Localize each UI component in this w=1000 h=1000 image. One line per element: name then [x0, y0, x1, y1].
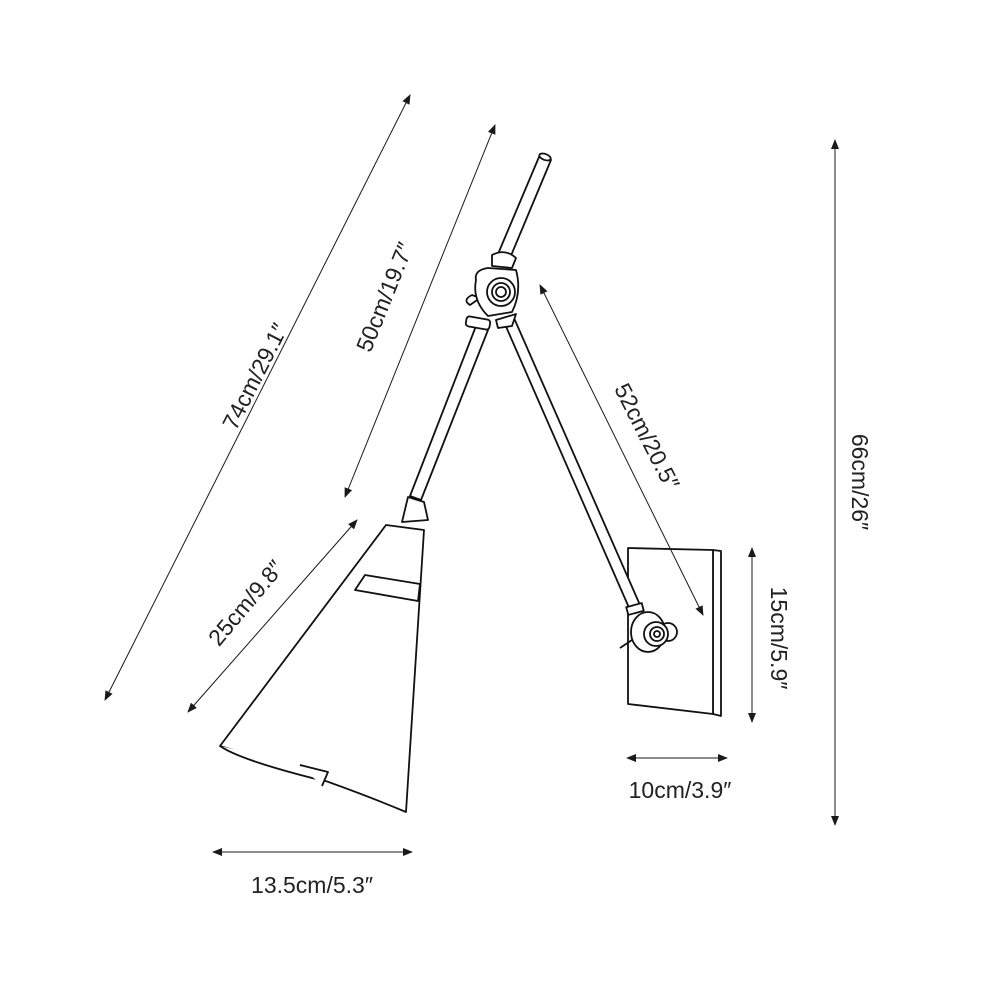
- label-arm-length: 50cm/19.7″: [351, 239, 418, 356]
- dimension-plate-width: 10cm/3.9″: [626, 754, 732, 803]
- front-arm: [409, 325, 489, 501]
- top-rod: [497, 156, 552, 259]
- label-shade-length: 25cm/9.8″: [203, 555, 289, 650]
- label-plate-width: 10cm/3.9″: [629, 777, 732, 803]
- label-rear-arm-length: 52cm/20.5″: [609, 379, 685, 494]
- label-overall-height: 66cm/26″: [847, 434, 873, 530]
- bottom-joint: [619, 602, 678, 653]
- dimension-annotations: 74cm/29.1″ 50cm/19.7″ 25cm/9.8″ 52cm/20.…: [104, 94, 873, 898]
- dimension-arm-length: 50cm/19.7″: [344, 124, 496, 498]
- shade-neck: [401, 496, 429, 523]
- label-shade-width: 13.5cm/5.3″: [251, 872, 373, 898]
- lamp-illustration: [219, 152, 722, 813]
- rear-arm: [503, 317, 641, 611]
- wall-plate-edge: [712, 549, 722, 717]
- dimension-overall-height: 66cm/26″: [831, 139, 873, 826]
- dimension-shade-width: 13.5cm/5.3″: [212, 848, 413, 898]
- top-joint: [464, 251, 520, 331]
- label-plate-height: 15cm/5.9″: [766, 587, 792, 690]
- lamp-shade: [219, 524, 425, 813]
- dimension-plate-height: 15cm/5.9″: [748, 547, 792, 723]
- label-overall-length: 74cm/29.1″: [217, 319, 293, 434]
